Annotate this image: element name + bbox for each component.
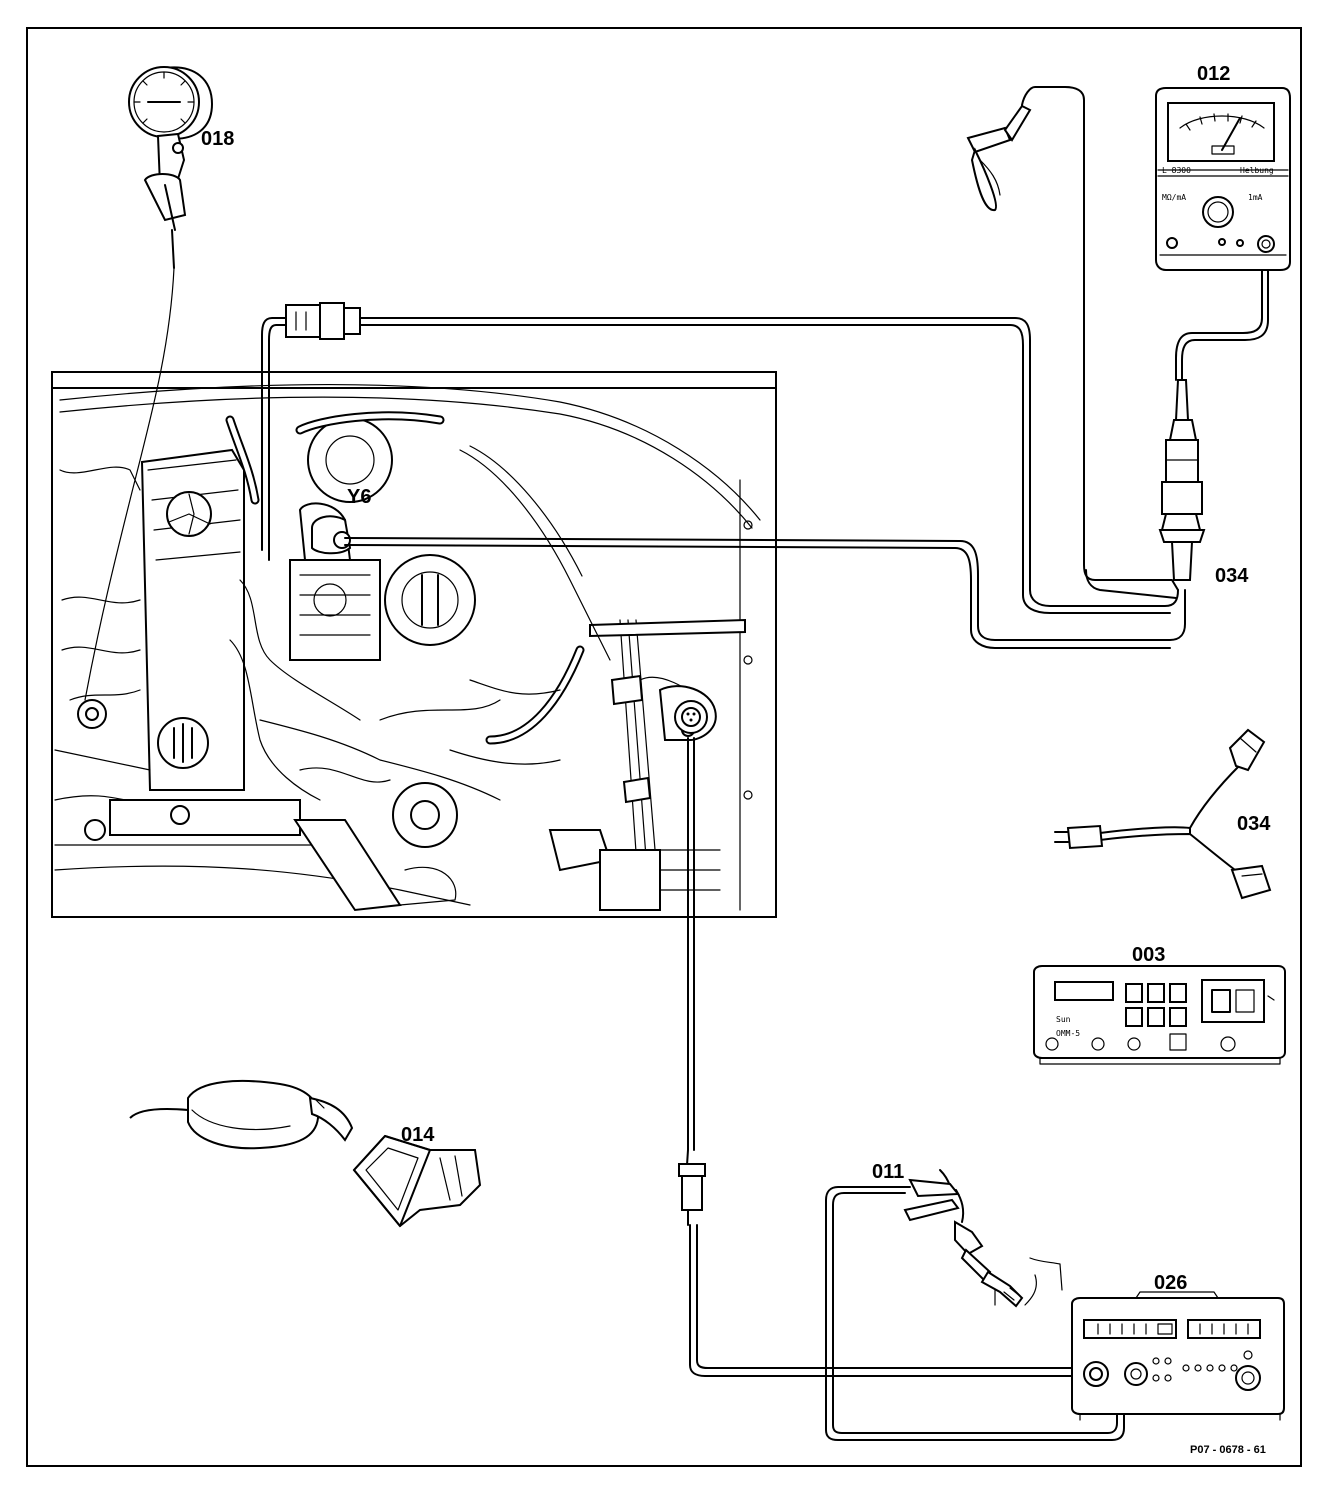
sun-tester: Sun OMM-5 bbox=[1033, 965, 1286, 1065]
cable-plug-connector bbox=[678, 1163, 706, 1211]
y-cable-adapter bbox=[1054, 728, 1272, 900]
svg-text:L 8300: L 8300 bbox=[1162, 166, 1191, 175]
upper-connector bbox=[285, 302, 361, 340]
multimeter: L 8300 Helbung MΩ/mA 1mA bbox=[1155, 87, 1291, 271]
sun-model-text: OMM-5 bbox=[1056, 1029, 1080, 1038]
label-014: 014 bbox=[401, 1124, 435, 1146]
label-012: 012 bbox=[1197, 63, 1230, 85]
label-018: 018 bbox=[201, 128, 234, 150]
label-026: 026 bbox=[1154, 1272, 1187, 1294]
dwell-rpm-tester bbox=[1071, 1291, 1285, 1421]
label-y6: Y6 bbox=[347, 486, 371, 508]
svg-text:MΩ/mA: MΩ/mA bbox=[1162, 193, 1186, 202]
sun-brand-text: Sun bbox=[1056, 1015, 1071, 1024]
diagnostic-socket bbox=[674, 700, 708, 734]
svg-text:1mA: 1mA bbox=[1248, 193, 1263, 202]
pressure-gauge bbox=[128, 66, 214, 269]
label-034-top: 034 bbox=[1215, 565, 1249, 587]
diagram-frame bbox=[26, 27, 1302, 1467]
y-adapter-vertical bbox=[1158, 379, 1206, 581]
label-003: 003 bbox=[1132, 944, 1165, 966]
exhaust-extraction-adapter bbox=[129, 1080, 482, 1228]
engine-compartment bbox=[51, 371, 777, 918]
label-034-side: 034 bbox=[1237, 813, 1271, 835]
label-011: 011 bbox=[872, 1161, 904, 1183]
alligator-clip bbox=[966, 104, 1032, 212]
figure-reference: P07 - 0678 - 61 bbox=[1190, 1444, 1266, 1456]
svg-text:Helbung: Helbung bbox=[1240, 166, 1274, 175]
clamp-probe bbox=[903, 1169, 1063, 1308]
